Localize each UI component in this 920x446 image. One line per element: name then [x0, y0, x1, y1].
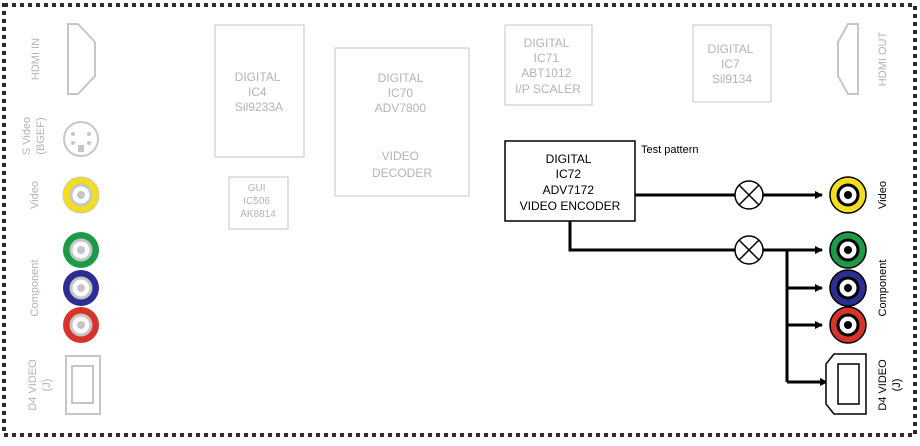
s-video-in-label-line1: S Video	[21, 117, 33, 155]
ic72-line3: ADV7172	[543, 183, 595, 197]
input-video-port	[62, 176, 100, 214]
ic506-line2: IC506	[243, 196, 270, 207]
d4-out-label-line1: D4 VIDEO	[877, 359, 889, 411]
ic72-line4: VIDEO ENCODER	[520, 199, 621, 213]
chip-ic72: DIGITAL IC72 ADV7172 VIDEO ENCODER	[504, 140, 636, 222]
ic7-line3: Sil9134	[712, 72, 752, 86]
video-in-label: Video	[29, 181, 41, 209]
input-component-ports	[63, 232, 99, 343]
ic7-line2: IC7	[721, 57, 740, 71]
input-d4-port	[65, 355, 101, 415]
svg-text:DIGITAL IC71 ABT10: DIGITAL IC71 ABT1012 I/P SCALER	[515, 36, 581, 96]
ic72-line1: DIGITAL	[546, 152, 592, 166]
ic71-line2: IC71	[534, 51, 560, 65]
ic72-line2: IC72	[556, 167, 582, 181]
ic4-line2: IC4	[248, 85, 267, 99]
test-pattern-label: Test pattern	[641, 144, 698, 156]
svg-text:GUI IC506 AK8814: GUI IC506 AK8814	[240, 183, 276, 220]
signal-paths	[568, 191, 828, 386]
ic4-line3: Sil9233A	[235, 100, 283, 114]
ic4-line1: DIGITAL	[235, 70, 281, 84]
dotted-frame	[2, 3, 917, 437]
component-out-label: Component	[877, 260, 889, 317]
chip-ic7: DIGITAL IC7 Sil9134	[692, 24, 772, 103]
s-video-in-label-line2: (BGEF)	[35, 117, 47, 154]
ic506-line1: GUI	[248, 183, 266, 194]
d4-in-label-line1: D4 VIDEO	[27, 359, 39, 411]
chip-ic71: DIGITAL IC71 ABT1012 I/P SCALER	[504, 24, 593, 106]
ic71-line4: I/P SCALER	[515, 82, 581, 96]
output-video-port	[829, 176, 867, 214]
d4-out-label-line2: (J)	[891, 379, 903, 392]
ic70-line6: DECODER	[372, 166, 432, 180]
ic70-line5: VIDEO	[382, 149, 419, 163]
svg-text:DIGITAL IC72 ADV71: DIGITAL IC72 ADV7172 VIDEO ENCODER	[520, 152, 621, 213]
video-mixer-icon	[734, 180, 764, 210]
component-in-label: Component	[29, 260, 41, 317]
output-hdmi-port	[837, 23, 859, 95]
component-signal-line-a	[568, 221, 735, 252]
svg-text:DIGITAL IC70 ADV78: DIGITAL IC70 ADV7800 VIDEO DECODER	[372, 71, 432, 180]
s-video-connector-icon	[63, 121, 99, 157]
input-hdmi-port	[67, 23, 96, 95]
chip-ic70: DIGITAL IC70 ADV7800 VIDEO DECODER	[334, 47, 470, 197]
d4-in-label-line2: (J)	[41, 379, 53, 392]
hdmi-in-connector-icon	[67, 23, 96, 95]
hdmi-in-label: HDMI IN	[30, 38, 42, 80]
hdmi-out-label: HDMI OUT	[877, 32, 889, 87]
ic506-line3: AK8814	[240, 209, 276, 220]
ic71-line1: DIGITAL	[524, 36, 570, 50]
ic70-line2: IC70	[388, 86, 414, 100]
chip-ic4: DIGITAL IC4 Sil9233A	[214, 24, 305, 158]
output-component-ports	[829, 231, 867, 344]
svg-text:DIGITAL IC4 Sil923: DIGITAL IC4 Sil9233A	[235, 70, 284, 114]
ic7-line1: DIGITAL	[708, 42, 754, 56]
video-out-label: Video	[877, 181, 889, 209]
ic70-line1: DIGITAL	[378, 71, 424, 85]
chip-ic506: GUI IC506 AK8814	[228, 176, 289, 230]
svg-text:DIGITAL IC7 Sil913: DIGITAL IC7 Sil9134	[708, 42, 757, 86]
hdmi-out-connector-icon	[837, 23, 859, 95]
input-s-video-port	[63, 121, 99, 157]
output-d4-port	[825, 353, 867, 415]
ic70-line3: ADV7800	[375, 101, 427, 115]
ic71-line3: ABT1012	[521, 66, 571, 80]
component-mixer-icon	[734, 235, 764, 265]
